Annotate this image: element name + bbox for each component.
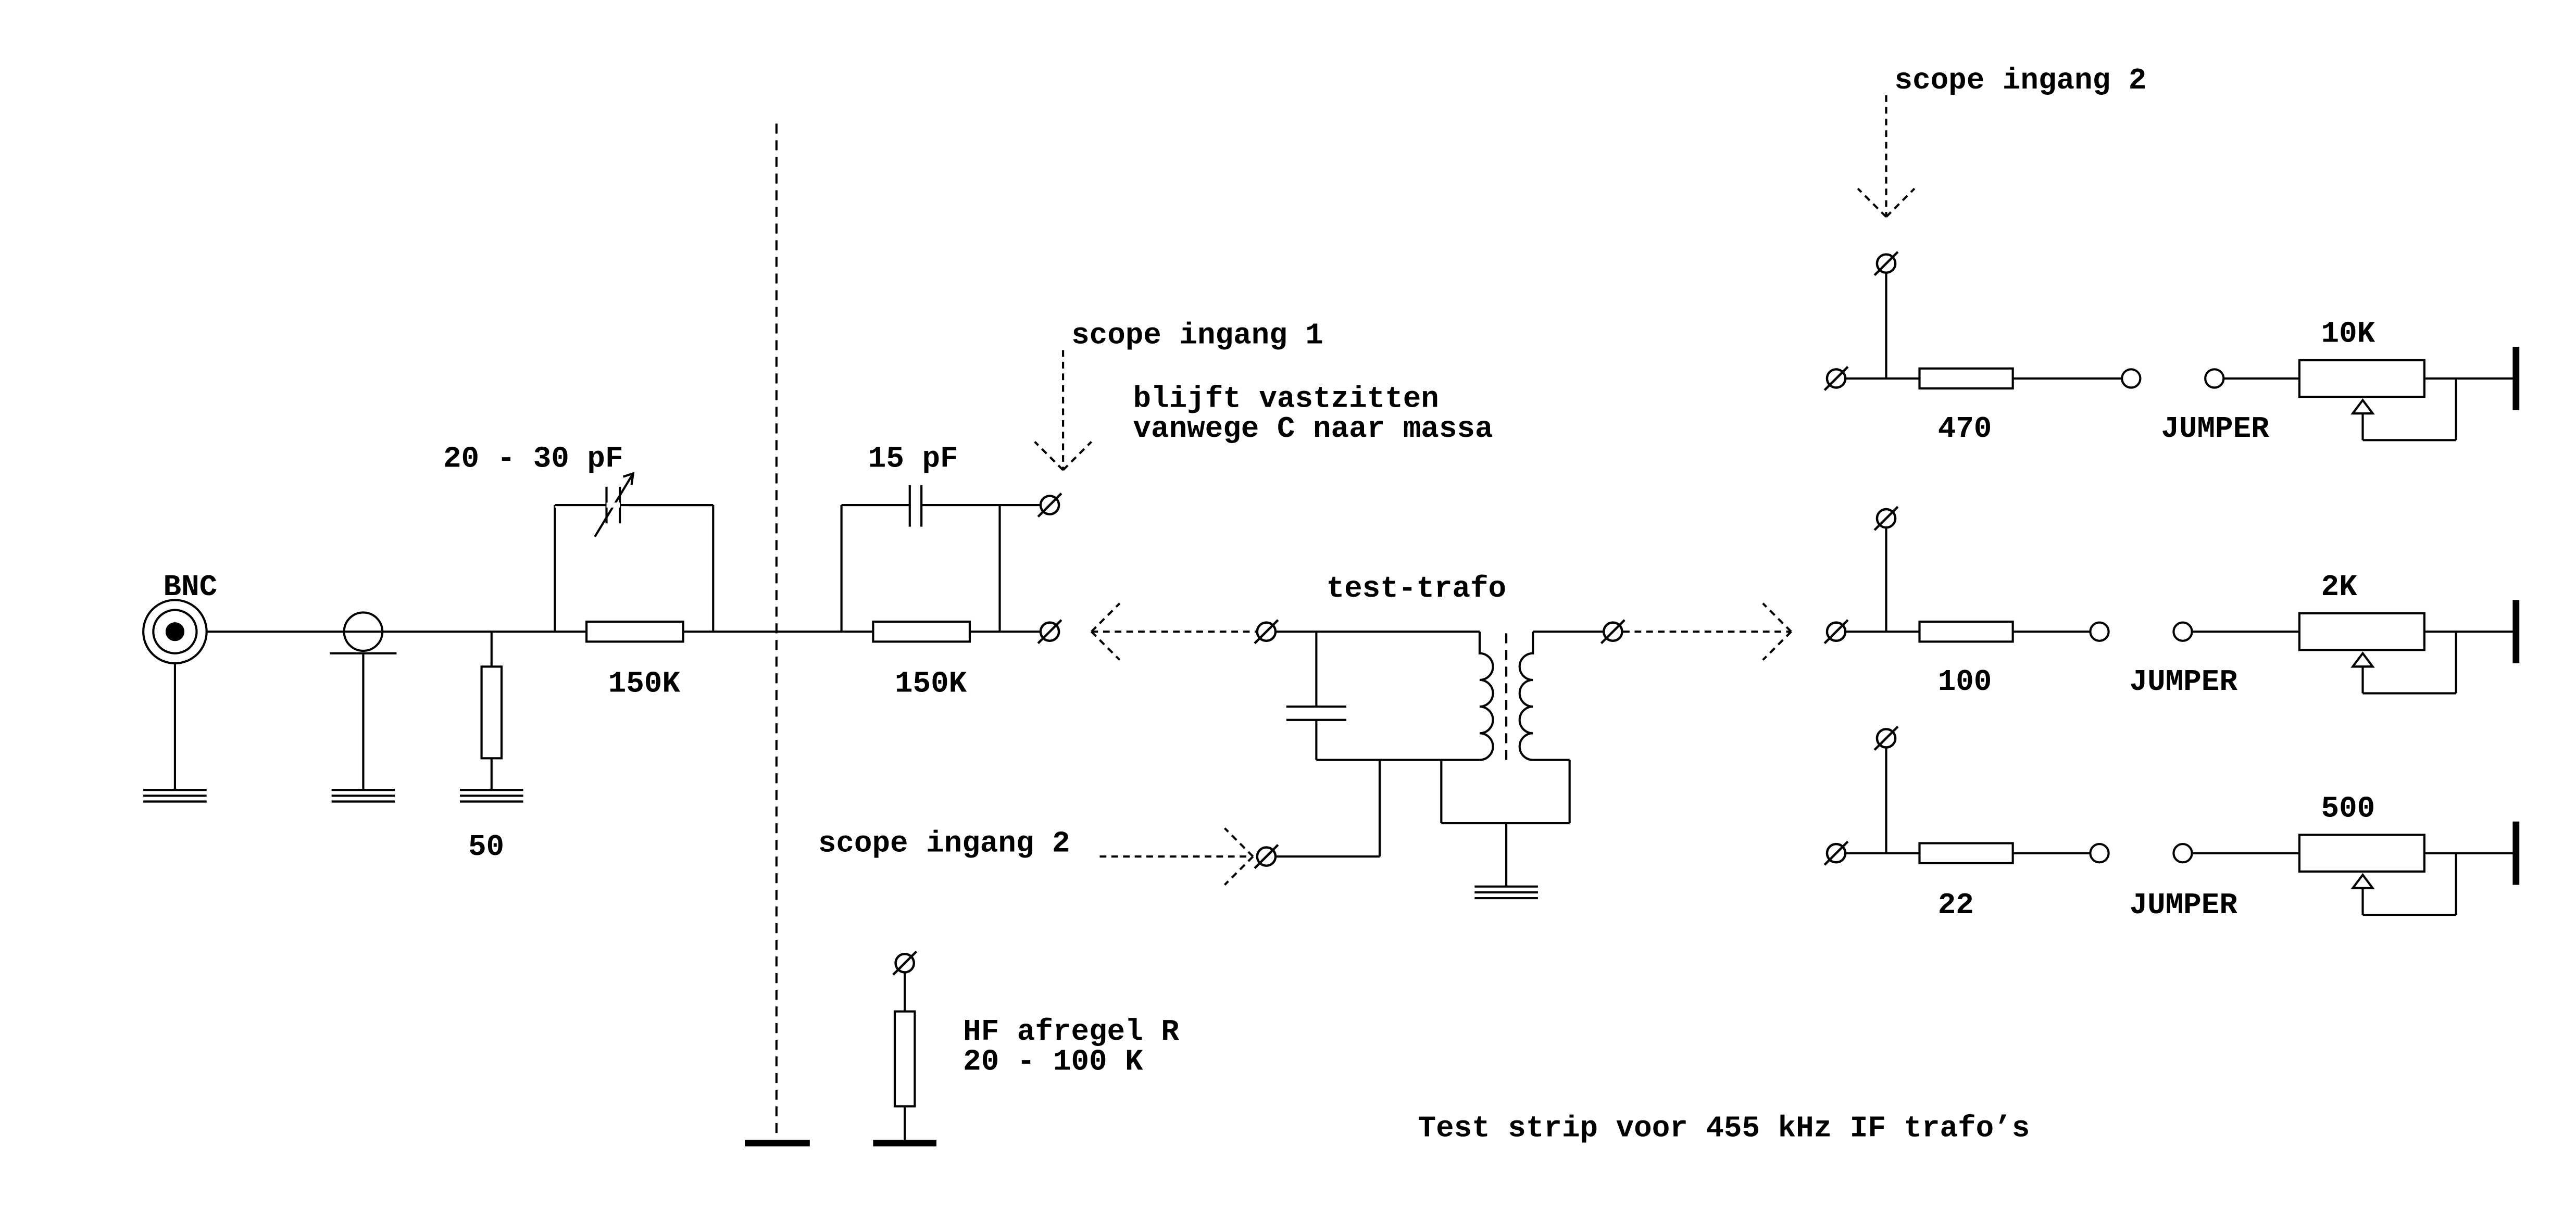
label-r50: 50 xyxy=(468,830,504,864)
label-bnc: BNC xyxy=(164,571,218,604)
label-cap15: 15 pF xyxy=(868,442,958,476)
link-right xyxy=(1623,603,1791,660)
ground-symbol xyxy=(332,790,395,801)
label-scope2-left: scope ingang 2 xyxy=(818,827,1070,861)
label-scope2-top: scope ingang 2 xyxy=(1895,64,2147,98)
ground-symbol xyxy=(460,790,523,801)
bnc-connector xyxy=(143,599,207,801)
label-hf-2: 20 - 100 K xyxy=(963,1045,1143,1079)
link-left xyxy=(1091,603,1267,660)
label-note-2: vanwege C naar massa xyxy=(1133,412,1493,446)
scope2-left-arrow xyxy=(1099,828,1253,885)
label-jumper-2: JUMPER xyxy=(2130,665,2238,699)
load-row-22 xyxy=(1824,727,2520,916)
label-pot500: 500 xyxy=(2321,792,2375,826)
coupling-network xyxy=(840,485,1061,644)
label-scope1: scope ingang 1 xyxy=(1071,319,1323,353)
label-hf-1: HF afregel R xyxy=(963,1015,1179,1049)
label-pot10k: 10K xyxy=(2321,318,2375,351)
load-row-100 xyxy=(1824,507,2520,695)
label-r100: 100 xyxy=(1938,665,1992,699)
label-pot2k: 2K xyxy=(2321,571,2358,604)
label-jumper-1: JUMPER xyxy=(2161,412,2269,446)
label-cap-var: 20 - 30 pF xyxy=(443,442,623,476)
ground-symbol xyxy=(143,790,207,801)
label-trafo: test-trafo xyxy=(1327,572,1507,606)
ground-symbol xyxy=(1474,887,1538,898)
caption: Test strip voor 455 kHz IF trafo’s xyxy=(1418,1112,2030,1146)
label-r22: 22 xyxy=(1938,889,1974,923)
label-r150k-a: 150K xyxy=(608,667,681,701)
scope1-arrow xyxy=(1035,350,1092,470)
test-transformer xyxy=(1276,631,1613,898)
scope2-top-arrow xyxy=(1858,95,1915,217)
label-note-1: blijft vastzitten xyxy=(1133,382,1439,416)
label-jumper-3: JUMPER xyxy=(2130,889,2238,923)
resistor-50 xyxy=(460,632,523,801)
label-r150k-b: 150K xyxy=(895,667,967,701)
load-row-470 xyxy=(1824,252,2520,442)
hf-adjust-resistor xyxy=(873,951,936,1146)
trimmer-network xyxy=(554,472,873,643)
label-r470: 470 xyxy=(1938,412,1992,446)
coax-symbol xyxy=(330,611,397,801)
